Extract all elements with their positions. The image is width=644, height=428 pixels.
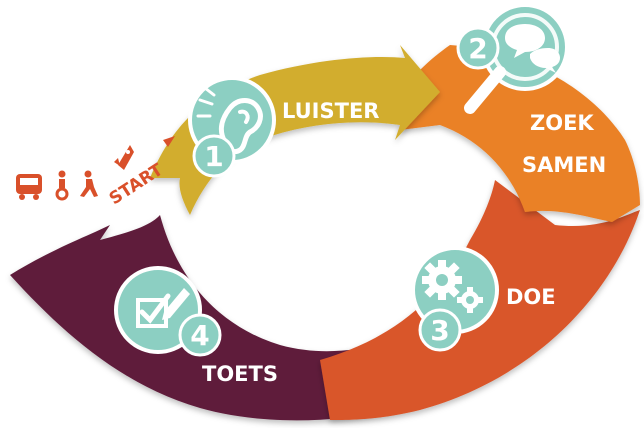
unicycle-icon xyxy=(55,170,69,201)
start-label: START xyxy=(106,160,167,209)
segment-luister xyxy=(150,45,440,215)
step-2-label-line1: ZOEK xyxy=(530,111,594,135)
step-2-number: 2 xyxy=(468,32,487,65)
hiker-icon xyxy=(80,170,98,197)
ear-icon xyxy=(196,86,263,155)
step-4-number-badge: 4 xyxy=(178,313,222,357)
step-3-number: 3 xyxy=(430,314,449,347)
speech-bubbles-magnifier-icon xyxy=(464,13,560,114)
step-3-number-badge: 3 xyxy=(418,308,462,352)
number-circle xyxy=(178,313,222,357)
step-1-number: 1 xyxy=(204,140,223,173)
rocket-icon xyxy=(114,145,134,176)
number-circle xyxy=(418,308,462,352)
start-area: START xyxy=(16,136,175,209)
step-1-label: LUISTER xyxy=(282,99,379,123)
step-2-badge xyxy=(464,3,569,114)
step-2-number-badge: 2 xyxy=(456,26,500,70)
gears-icon xyxy=(422,260,483,313)
step-2-label-line2: SAMEN xyxy=(522,153,606,177)
step-4-label: TOETS xyxy=(202,362,278,386)
segment-zoek-samen xyxy=(400,45,640,222)
step-1-number-badge: 1 xyxy=(192,134,236,178)
number-circle xyxy=(192,134,236,178)
step-3-label: DOE xyxy=(506,285,556,309)
number-circle xyxy=(456,26,500,70)
start-arrow-icon xyxy=(163,136,175,147)
step-4-number: 4 xyxy=(190,319,209,352)
bus-icon xyxy=(16,174,42,200)
checklist-pencil-icon xyxy=(136,288,190,328)
